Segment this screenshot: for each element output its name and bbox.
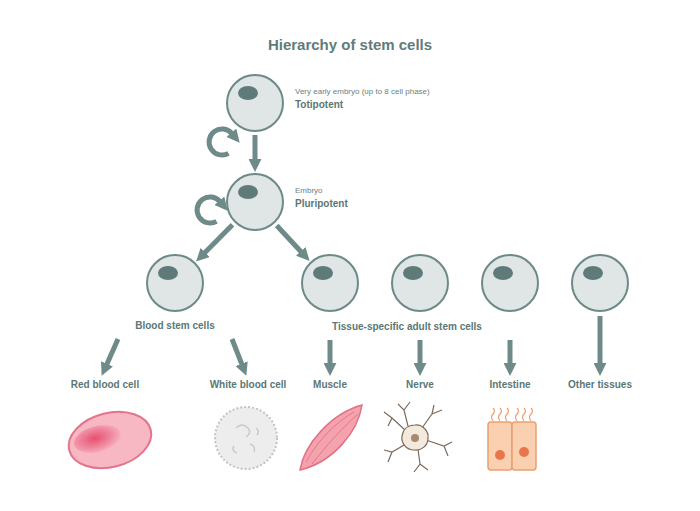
- stem-cell: [300, 253, 360, 313]
- cell-membrane: [147, 255, 203, 311]
- intestine-nucleus: [519, 447, 529, 457]
- cell-shape: [390, 253, 450, 313]
- red-blood-cell: [63, 404, 158, 477]
- stem-cell: [480, 253, 540, 313]
- cell-potency-label: Pluripotent: [295, 197, 348, 210]
- cell-membrane: [482, 255, 538, 311]
- wbc-outline: [215, 407, 277, 469]
- cell-shape: [225, 73, 285, 133]
- cell-nucleus: [313, 266, 333, 280]
- differentiation-arrow: [277, 226, 302, 253]
- cell-membrane: [302, 255, 358, 311]
- cell-nucleus: [158, 266, 178, 280]
- stem-cell: [390, 253, 450, 313]
- cell-potency-label: Totipotent: [295, 98, 430, 111]
- differentiation-arrow: [232, 339, 242, 365]
- cell-type-label: Nerve: [406, 378, 434, 391]
- cell-membrane: [392, 255, 448, 311]
- cell-stage-note: Embryo: [295, 185, 348, 197]
- cell-shape: [480, 253, 540, 313]
- cell-type-label: Intestine: [489, 378, 530, 391]
- intestine-cell: [488, 422, 512, 470]
- stem-cell: Blood stem cells: [145, 253, 205, 313]
- differentiation-arrow: [107, 339, 119, 365]
- group-label: Tissue-specific adult stem cells: [332, 320, 482, 333]
- self-renewal-arrow: [209, 129, 232, 155]
- cell-type-node: Other tissues: [568, 378, 632, 391]
- cell-nucleus: [238, 185, 258, 199]
- wbc-granules: [233, 425, 258, 453]
- cell-nucleus: [403, 266, 423, 280]
- nerve-nucleus: [411, 434, 419, 442]
- cell-caption: Blood stem cells: [135, 319, 214, 332]
- stem-cell: Very early embryo (up to 8 cell phase)To…: [225, 73, 285, 133]
- cell-nucleus: [583, 266, 603, 280]
- differentiation-arrow: [205, 225, 233, 253]
- nerve-cell: [384, 402, 452, 472]
- cell-membrane: [572, 255, 628, 311]
- cell-type-node: White blood cell: [210, 378, 287, 391]
- differentiation-arrow: [508, 340, 513, 364]
- stem-cell: [570, 253, 630, 313]
- cell-type-node: Red blood cell: [71, 378, 139, 391]
- rbc-center: [71, 421, 124, 458]
- differentiation-arrow: [253, 135, 258, 160]
- cell-nucleus: [238, 86, 258, 100]
- intestine-cells: [488, 408, 536, 470]
- cell-caption: Very early embryo (up to 8 cell phase)To…: [295, 86, 430, 111]
- rbc-outline: [63, 404, 158, 477]
- nerve-body: [402, 425, 428, 450]
- cell-type-label: White blood cell: [210, 378, 287, 391]
- cell-shape: [145, 253, 205, 313]
- cell-type-node: Intestine: [489, 378, 530, 391]
- cell-membrane: [227, 75, 283, 131]
- cell-type-node: Muscle: [313, 378, 347, 391]
- white-blood-cell: [215, 407, 277, 469]
- muscle-outline: [300, 405, 362, 470]
- cell-shape: [225, 172, 285, 232]
- self-renewal-arrow: [197, 197, 220, 223]
- cell-membrane: [227, 174, 283, 230]
- differentiation-arrow: [328, 340, 333, 364]
- cell-type-node: Nerve: [406, 378, 434, 391]
- muscle-fibres: [304, 410, 358, 464]
- diagram-title: Hierarchy of stem cells: [268, 36, 432, 53]
- differentiation-arrow: [598, 316, 603, 364]
- cell-type-label: Muscle: [313, 378, 347, 391]
- intestine-microvilli: [492, 408, 533, 421]
- stem-cell: EmbryoPluripotent: [225, 172, 285, 232]
- muscle-cell: [300, 405, 362, 470]
- cell-caption: EmbryoPluripotent: [295, 185, 348, 210]
- cell-potency-label: Blood stem cells: [135, 319, 214, 332]
- cell-stage-note: Very early embryo (up to 8 cell phase): [295, 86, 430, 98]
- intestine-nucleus: [495, 450, 505, 460]
- cell-type-label: Other tissues: [568, 378, 632, 391]
- differentiation-arrow: [418, 340, 423, 364]
- intestine-cell: [512, 422, 536, 470]
- cell-type-label: Red blood cell: [71, 378, 139, 391]
- cell-shape: [570, 253, 630, 313]
- nerve-dendrites: [384, 402, 452, 472]
- cell-shape: [300, 253, 360, 313]
- cell-nucleus: [493, 266, 513, 280]
